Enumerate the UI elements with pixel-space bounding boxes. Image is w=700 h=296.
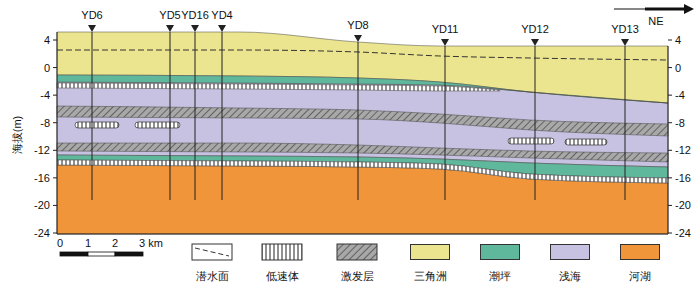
well-marker <box>88 25 96 32</box>
well-name: YD8 <box>347 20 368 31</box>
legend-symbol <box>195 248 229 256</box>
shot-layer <box>57 106 668 136</box>
legend-swatch <box>550 244 590 260</box>
scale-label: 2 <box>112 238 118 249</box>
axis-line <box>57 234 668 235</box>
axis-tick <box>668 205 672 206</box>
shot-layer <box>57 143 668 162</box>
scale-label: 3 km <box>139 238 163 249</box>
legend-symbol <box>192 244 232 260</box>
legend-label: 潮坪 <box>489 271 511 282</box>
low-velocity-lens <box>508 138 554 144</box>
legend-swatch <box>620 244 660 260</box>
well-line <box>625 46 626 200</box>
scale-bar <box>60 252 88 256</box>
well-line <box>445 46 446 200</box>
axis-tick <box>53 67 57 68</box>
well-name: YD4 <box>211 10 232 21</box>
axis-tick-label: -20 <box>34 200 50 211</box>
axis-tick-label: -16 <box>675 172 691 183</box>
axis-tick-label: -24 <box>34 228 50 239</box>
legend-label: 低速体 <box>266 271 299 282</box>
axis-tick-label: -16 <box>34 172 50 183</box>
scale-label: 0 <box>57 238 63 249</box>
axis-tick-label: -20 <box>675 200 691 211</box>
well-name: YD11 <box>432 24 459 35</box>
low-velocity-lens <box>75 122 119 128</box>
scale-label: 1 <box>85 238 91 249</box>
axis-tick-label: 4 <box>675 35 681 46</box>
axis-tick <box>668 67 672 68</box>
legend-label: 潜水面 <box>196 271 229 282</box>
well-name: YD16 <box>181 10 209 21</box>
well-line <box>92 32 93 200</box>
legend-label: 河湖 <box>629 271 651 282</box>
legend-swatch <box>410 244 450 260</box>
axis-title: 海拔(m) <box>12 116 23 155</box>
axis-tick-label: -4 <box>40 90 50 101</box>
axis-tick-label: 4 <box>44 35 50 46</box>
well-marker <box>218 25 226 32</box>
axis-tick <box>668 95 672 96</box>
axis-tick <box>53 150 57 151</box>
scale-bar <box>88 252 115 256</box>
well-line <box>170 32 171 200</box>
axis-line <box>57 32 58 234</box>
well-name: YD6 <box>81 10 102 21</box>
legend-symbol <box>337 244 377 260</box>
direction-arrow <box>645 8 686 11</box>
low-velocity-layer <box>57 83 500 91</box>
axis-tick-label: -12 <box>675 145 691 156</box>
scale-bar <box>115 252 143 256</box>
direction-arrow <box>684 4 694 14</box>
tidal-flat-layer <box>57 75 668 103</box>
axis-tick-label: -8 <box>675 117 685 128</box>
axis-tick <box>668 122 672 123</box>
well-line <box>358 42 359 200</box>
legend-label: 三角洲 <box>414 271 447 282</box>
axis-tick <box>53 40 57 41</box>
axis-tick-label: -4 <box>675 90 685 101</box>
axis-tick <box>53 177 57 178</box>
axis-tick-label: 0 <box>44 62 50 73</box>
well-marker <box>191 25 199 32</box>
axis-tick-label: -8 <box>40 117 50 128</box>
axis-tick <box>668 177 672 178</box>
water-table <box>57 50 668 60</box>
well-line <box>195 32 196 200</box>
well-name: YD12 <box>521 24 549 35</box>
low-velocity-lens <box>565 139 607 145</box>
axis-tick <box>668 150 672 151</box>
direction-arrow <box>614 9 686 10</box>
axis-tick-label: -12 <box>34 145 50 156</box>
axis-tick <box>53 233 57 234</box>
well-marker <box>441 39 449 46</box>
well-marker <box>166 25 174 32</box>
delta-layer <box>57 32 668 103</box>
low-velocity-layer <box>57 160 668 183</box>
axis-tick <box>53 205 57 206</box>
axis-tick-label: 0 <box>675 62 681 73</box>
well-name: YD13 <box>611 24 639 35</box>
well-line <box>222 32 223 200</box>
legend-symbol <box>262 244 302 260</box>
well-marker <box>531 39 539 46</box>
well-marker <box>621 39 629 46</box>
direction-label: NE <box>648 16 663 27</box>
well-marker <box>354 35 362 42</box>
axis-tick <box>668 233 672 234</box>
axis-tick <box>53 122 57 123</box>
axis-tick <box>53 95 57 96</box>
axis-tick-label: -24 <box>675 228 691 239</box>
axis-tick <box>668 40 672 41</box>
legend-label: 浅海 <box>559 271 581 282</box>
legend-swatch <box>480 244 520 260</box>
low-velocity-lens <box>135 122 180 128</box>
well-name: YD5 <box>159 10 180 21</box>
legend-label: 激发层 <box>341 271 374 282</box>
well-line <box>535 46 536 200</box>
